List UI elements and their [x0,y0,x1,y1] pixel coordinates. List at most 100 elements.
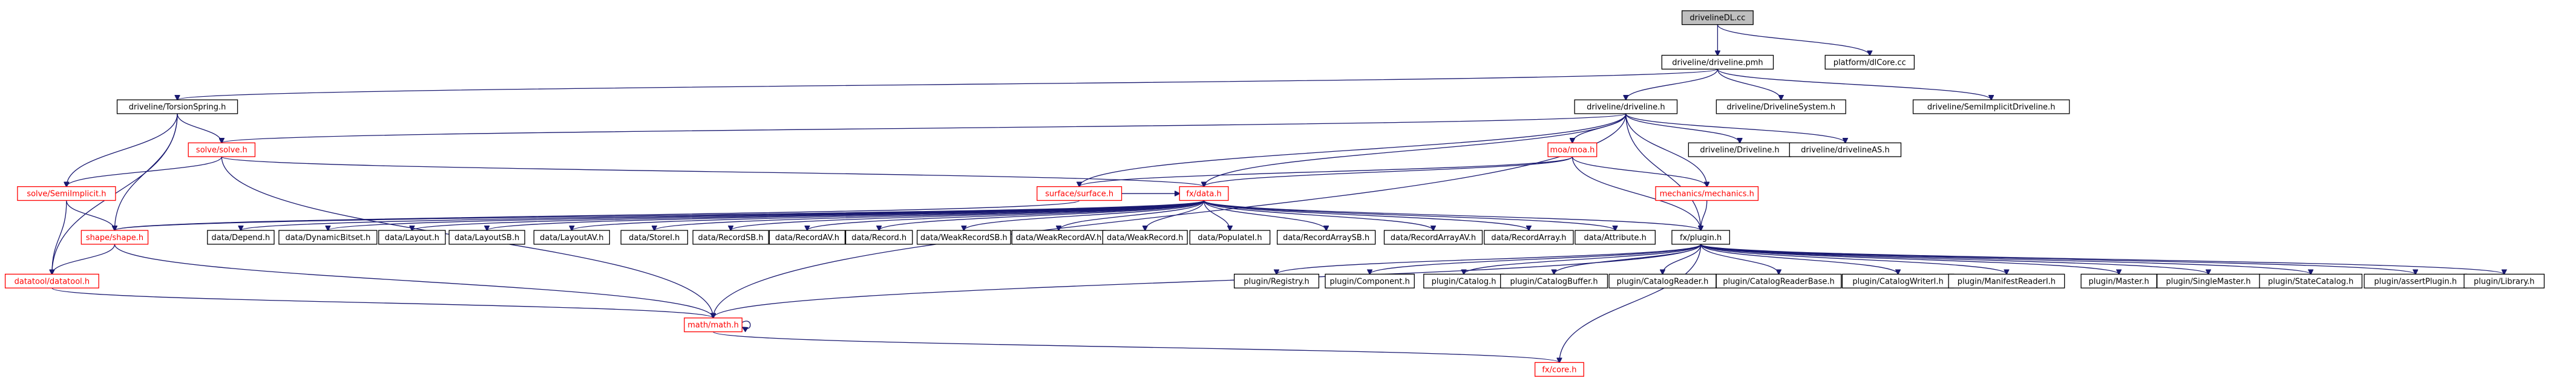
edge-dh-to-das [1625,113,1846,143]
node-mech[interactable]: mechanics/mechanics.h [1655,186,1759,201]
node-label: surface/surface.h [1045,190,1113,199]
node-solvesemi[interactable]: solve/SemiImplicit.h [17,186,116,201]
node-box [845,230,913,245]
node-datatool[interactable]: datatool/datatool.h [4,273,99,288]
node-d_layout[interactable]: data/Layout.h [378,230,446,245]
node-label: plugin/Registry.h [1244,277,1309,286]
node-label: shape/shape.h [86,233,143,242]
node-d_storei[interactable]: data/StoreI.h [620,230,689,245]
edge-fxdata-to-d_recav [807,200,1205,230]
edge-torsion-to-solvesemi [67,113,178,187]
node-box [1912,99,2070,114]
node-d_recav[interactable]: data/RecordAV.h [769,230,846,245]
node-box [116,99,238,114]
node-d_populate[interactable]: data/PopulateI.h [1189,230,1271,245]
edge-fxplugin-to-p_library [1700,244,2505,275]
node-d_recarrsb[interactable]: data/RecordArraySB.h [1277,230,1376,245]
edge-fxdata-to-d_weak [1145,200,1205,230]
node-p_catreader[interactable]: plugin/CatalogReader.h [1608,273,1717,288]
node-d_recarrav[interactable]: data/RecordArrayAV.h [1383,230,1483,245]
node-box [1671,230,1730,245]
node-box [1824,54,1915,70]
node-label: data/LayoutAV.h [540,233,604,242]
node-fxplugin[interactable]: fx/plugin.h [1671,230,1730,245]
node-p_library[interactable]: plugin/Library.h [2463,273,2545,288]
edge-fxdata-to-d_weakav [1059,200,1205,230]
node-label: driveline/driveline.h [1587,103,1665,112]
node-dsemi[interactable]: driveline/SemiImplicitDriveline.h [1912,99,2070,114]
node-p_component[interactable]: plugin/Component.h [1325,273,1415,288]
edge-fxdata-to-d_storei [654,200,1205,230]
node-dh[interactable]: driveline/driveline.h [1574,99,1678,114]
node-surface[interactable]: surface/surface.h [1037,186,1122,201]
node-shape[interactable]: shape/shape.h [80,230,149,245]
edge-solve-to-fxdata [221,156,1204,187]
node-das[interactable]: driveline/drivelineAS.h [1789,142,1902,157]
node-label: data/RecordAV.h [775,233,839,242]
node-label: driveline/SemiImplicitDriveline.h [1927,103,2056,112]
node-label: data/Record.h [851,233,906,242]
node-p_assert[interactable]: plugin/assertPlugin.h [2364,273,2468,288]
edge-fxplugin-to-p_master [1700,244,2119,275]
node-label: mechanics/mechanics.h [1660,190,1754,199]
node-p_catbuf[interactable]: plugin/CatalogBuffer.h [1500,273,1608,288]
edge-dh-to-mech [1625,113,1707,187]
node-solve[interactable]: solve/solve.h [188,142,256,157]
node-label: plugin/ManifestReaderI.h [1958,277,2056,286]
edge-moa-to-mech [1571,156,1706,187]
edge-moa-to-fxplugin [1571,157,1700,230]
node-box [916,230,1011,245]
node-dpmh[interactable]: driveline/driveline.pmh [1661,54,1774,70]
node-d_attr[interactable]: data/Attribute.h [1575,230,1656,245]
node-box [1547,142,1598,157]
node-d_recsb[interactable]: data/RecordSB.h [692,230,769,245]
edge-fxdata-to-d_populate [1203,200,1230,230]
node-p_singlemaster[interactable]: plugin/SingleMaster.h [2157,273,2260,288]
node-box [1534,362,1584,377]
node-p_registry[interactable]: plugin/Registry.h [1234,273,1320,288]
node-box [1500,273,1608,288]
node-box [1189,230,1271,245]
edge-datatool-to-mathh [51,287,713,318]
node-d_weaksb[interactable]: data/WeakRecordSB.h [916,230,1011,245]
node-label: plugin/CatalogReaderBase.h [1723,277,1835,286]
edge-dpmh-to-dsemi [1717,68,1991,100]
edge-fxplugin-to-p_manifest [1700,244,2007,275]
edge-shape-to-mathh [114,244,713,318]
node-d_depend[interactable]: data/Depend.h [207,230,275,245]
node-p_statecat[interactable]: plugin/StateCatalog.h [2259,273,2363,288]
node-moa[interactable]: moa/moa.h [1547,142,1598,157]
node-box [1383,230,1483,245]
node-root[interactable]: drivelineDL.cc [1681,10,1754,25]
edge-dh-to-surface [1080,113,1627,187]
edge-mathh-to-mathh [742,321,751,328]
node-d_dynbit[interactable]: data/DynamicBitset.h [278,230,378,245]
node-p_catalog[interactable]: plugin/Catalog.h [1423,273,1504,288]
edge-solvesemi-to-datatool [52,200,67,274]
node-label: plugin/Library.h [2474,277,2535,286]
node-label: data/Depend.h [212,233,270,242]
node-box [448,230,525,245]
node-box [1277,230,1376,245]
node-ddriveline[interactable]: driveline/Driveline.h [1688,142,1792,157]
node-mathh[interactable]: math/math.h [684,317,742,333]
node-fxdata[interactable]: fx/data.h [1179,186,1229,201]
node-d_layoutav[interactable]: data/LayoutAV.h [533,230,611,245]
node-dsys[interactable]: driveline/DrivelineSystem.h [1716,99,1846,114]
node-fxcore[interactable]: fx/core.h [1534,362,1584,377]
node-d_weakav[interactable]: data/WeakRecordAV.h [1011,230,1106,245]
node-torsion[interactable]: driveline/TorsionSpring.h [116,99,238,114]
node-d_rec[interactable]: data/Record.h [845,230,913,245]
node-d_recarr[interactable]: data/RecordArray.h [1484,230,1574,245]
node-label: data/RecordArrayAV.h [1391,233,1476,242]
edge-fxplugin-to-p_component [1370,244,1702,275]
node-d_layoutsb[interactable]: data/LayoutSB.h [448,230,525,245]
node-d_weak[interactable]: data/WeakRecord.h [1102,230,1188,245]
node-p_manifest[interactable]: plugin/ManifestReaderI.h [1948,273,2065,288]
edge-fxdata-to-d_recsb [731,200,1205,230]
node-p_catwriter[interactable]: plugin/CatalogWriterI.h [1841,273,1955,288]
node-p_master[interactable]: plugin/Master.h [2080,273,2157,288]
edge-solve-to-solvesemi [67,156,222,187]
node-platform[interactable]: platform/dlCore.cc [1824,54,1915,70]
node-p_catreaderbase[interactable]: plugin/CatalogReaderBase.h [1716,273,1842,288]
